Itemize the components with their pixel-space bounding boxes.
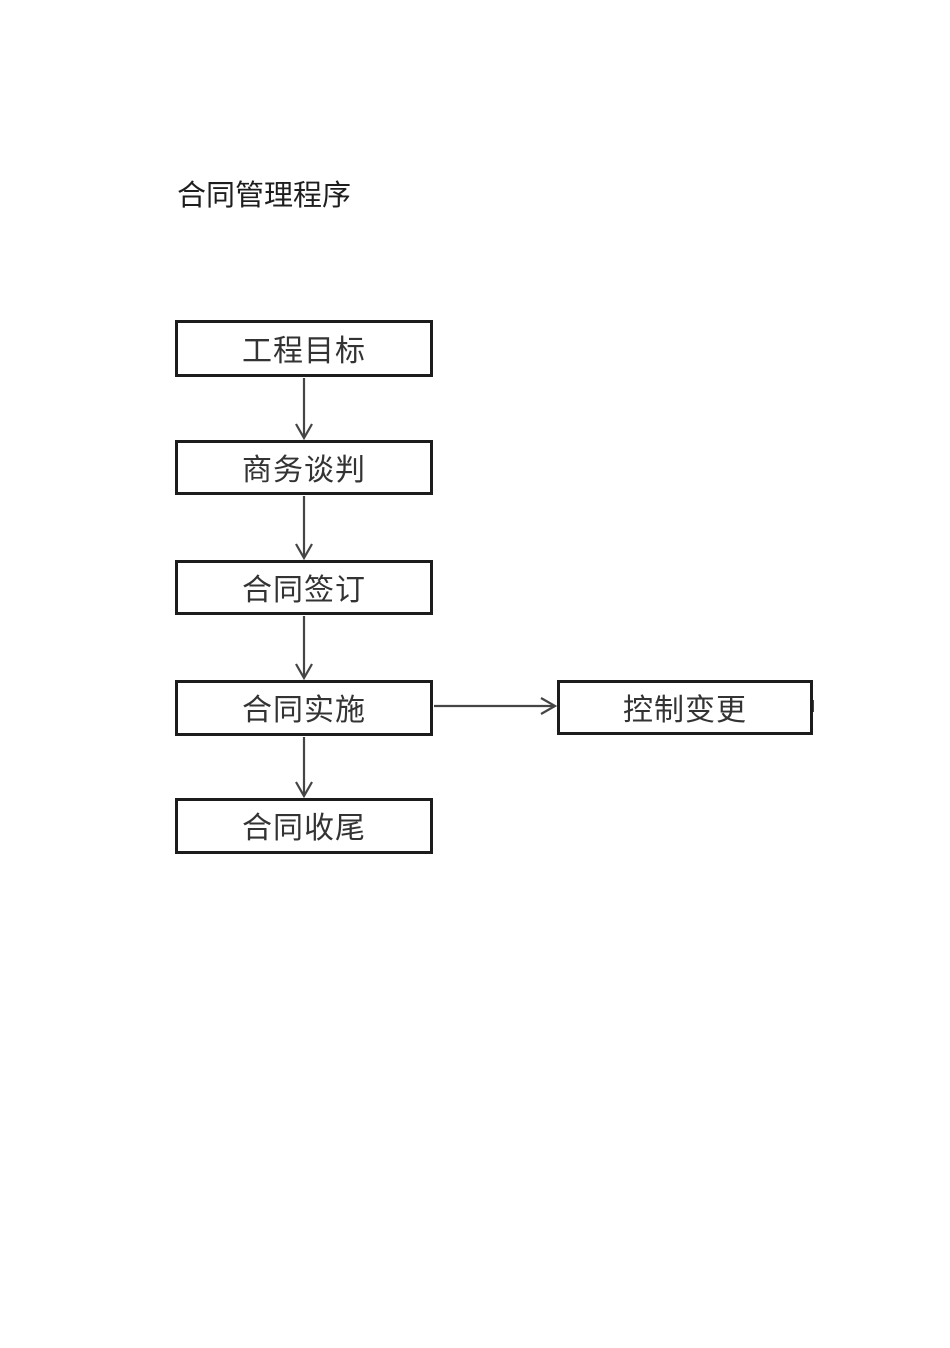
- flow-node-contract-signing: 合同签订: [175, 560, 433, 615]
- arrow-signing-to-implementation: [295, 616, 313, 681]
- flow-node-change-control: 控制变更: [557, 680, 813, 735]
- flow-node-label: 工程目标: [242, 334, 366, 368]
- flow-node-label: 合同收尾: [242, 812, 366, 845]
- flow-node-contract-implementation: 合同实施: [175, 680, 433, 736]
- page-title: 合同管理程序: [177, 180, 352, 212]
- arrow-implementation-to-closeout: [295, 737, 313, 799]
- flow-node-label: 商务谈判: [242, 453, 366, 487]
- arrow-negotiation-to-signing: [295, 496, 313, 561]
- flow-node-business-negotiation: 商务谈判: [175, 440, 433, 495]
- flow-node-label: 合同实施: [242, 694, 366, 727]
- flow-node-label: 合同签订: [242, 573, 366, 607]
- flow-node-contract-closeout: 合同收尾: [175, 798, 433, 854]
- flow-node-project-goal: 工程目标: [175, 320, 433, 377]
- arrow-goal-to-negotiation: [295, 378, 313, 441]
- flow-node-label: 控制变更: [623, 693, 747, 727]
- arrow-implementation-to-change-control: [434, 697, 558, 715]
